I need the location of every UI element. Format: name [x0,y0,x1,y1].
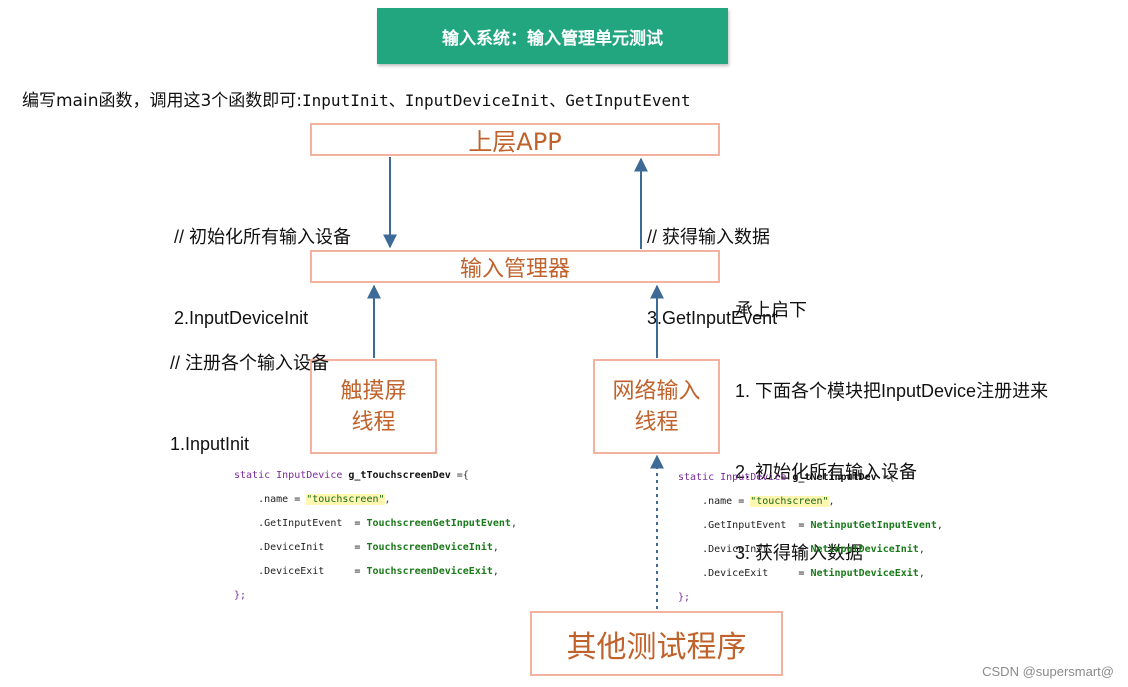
code-line: }; [234,590,247,601]
manager-notes: 承上启下 1. 下面各个模块把InputDevice注册进来 2. 初始化所有输… [735,243,1048,594]
intro-text: 编写main函数，调用这3个函数即可:InputInit、InputDevice… [22,86,690,111]
edge-label-get-event: // 获得输入数据 3.GetInputEvent [647,170,777,359]
code-line: .GetInputEvent = NetinputGetInputEvent, [678,520,943,531]
manager-notes-item2: 2. 初始化所有输入设备 [735,462,918,482]
node-input-manager: 输入管理器 [310,250,720,283]
code-snippet-netinput: static InputDevice g_tNetinputDev ={ .na… [678,460,943,616]
touch-label-line2: 线程 [351,409,396,435]
node-manager-label: 输入管理器 [459,256,570,282]
title-text: 输入系统：输入管理单元测试 [442,28,663,49]
title-banner: 输入系统：输入管理单元测试 [377,8,728,64]
touch-label-line1: 触摸屏 [340,378,407,404]
node-touchscreen-thread: 触摸屏 线程 [310,359,437,454]
code-line: .name = "touchscreen", [678,496,835,507]
code-snippet-touchscreen: static InputDevice g_tTouchscreenDev ={ … [234,458,517,614]
code-line: .DeviceInit = TouchscreenDeviceInit, [234,542,499,553]
manager-notes-title: 承上启下 [735,300,807,320]
init-all-comment: // 初始化所有输入设备 [174,227,352,247]
manager-notes-item3: 3. 获得输入数据 [735,543,864,563]
node-other-label: 其他测试程序 [566,629,747,665]
code-line: }; [678,592,691,603]
get-event-fn: 3.GetInputEvent [647,308,778,328]
code-line: .name = "touchscreen", [234,494,391,505]
register-comment: // 注册各个输入设备 [170,353,330,373]
register-fn: 1.InputInit [170,434,250,454]
node-netinput-thread: 网络输入 线程 [593,359,720,454]
code-line: .DeviceExit = TouchscreenDeviceExit, [234,566,499,577]
init-all-fn: 2.InputDeviceInit [174,308,309,328]
net-label-line2: 线程 [634,409,679,435]
node-app: 上层APP [310,123,720,156]
edge-label-init-all: // 初始化所有输入设备 2.InputDeviceInit [174,170,351,359]
intro-prefix: 编写main函数，调用这3个函数即可: [22,91,303,111]
code-line: static InputDevice g_tNetinputDev ={ [678,472,895,483]
code-line: .GetInputEvent = TouchscreenGetInputEven… [234,518,517,529]
code-line: .DeviceInit = NetinputDeviceInit, [678,544,925,555]
code-line: static InputDevice g_tTouchscreenDev ={ [234,470,469,481]
edge-label-register: // 注册各个输入设备 1.InputInit [170,296,329,485]
watermark: CSDN @supersmart@ [982,664,1114,679]
get-event-comment: // 获得输入数据 [647,227,771,247]
manager-notes-item1: 1. 下面各个模块把InputDevice注册进来 [735,381,1049,401]
intro-functions: InputInit、InputDeviceInit、GetInputEvent [302,91,691,110]
code-line: .DeviceExit = NetinputDeviceExit, [678,568,925,579]
net-label-line1: 网络输入 [612,378,701,404]
node-other-test-program: 其他测试程序 [530,611,783,676]
node-app-label: 上层APP [468,128,562,156]
